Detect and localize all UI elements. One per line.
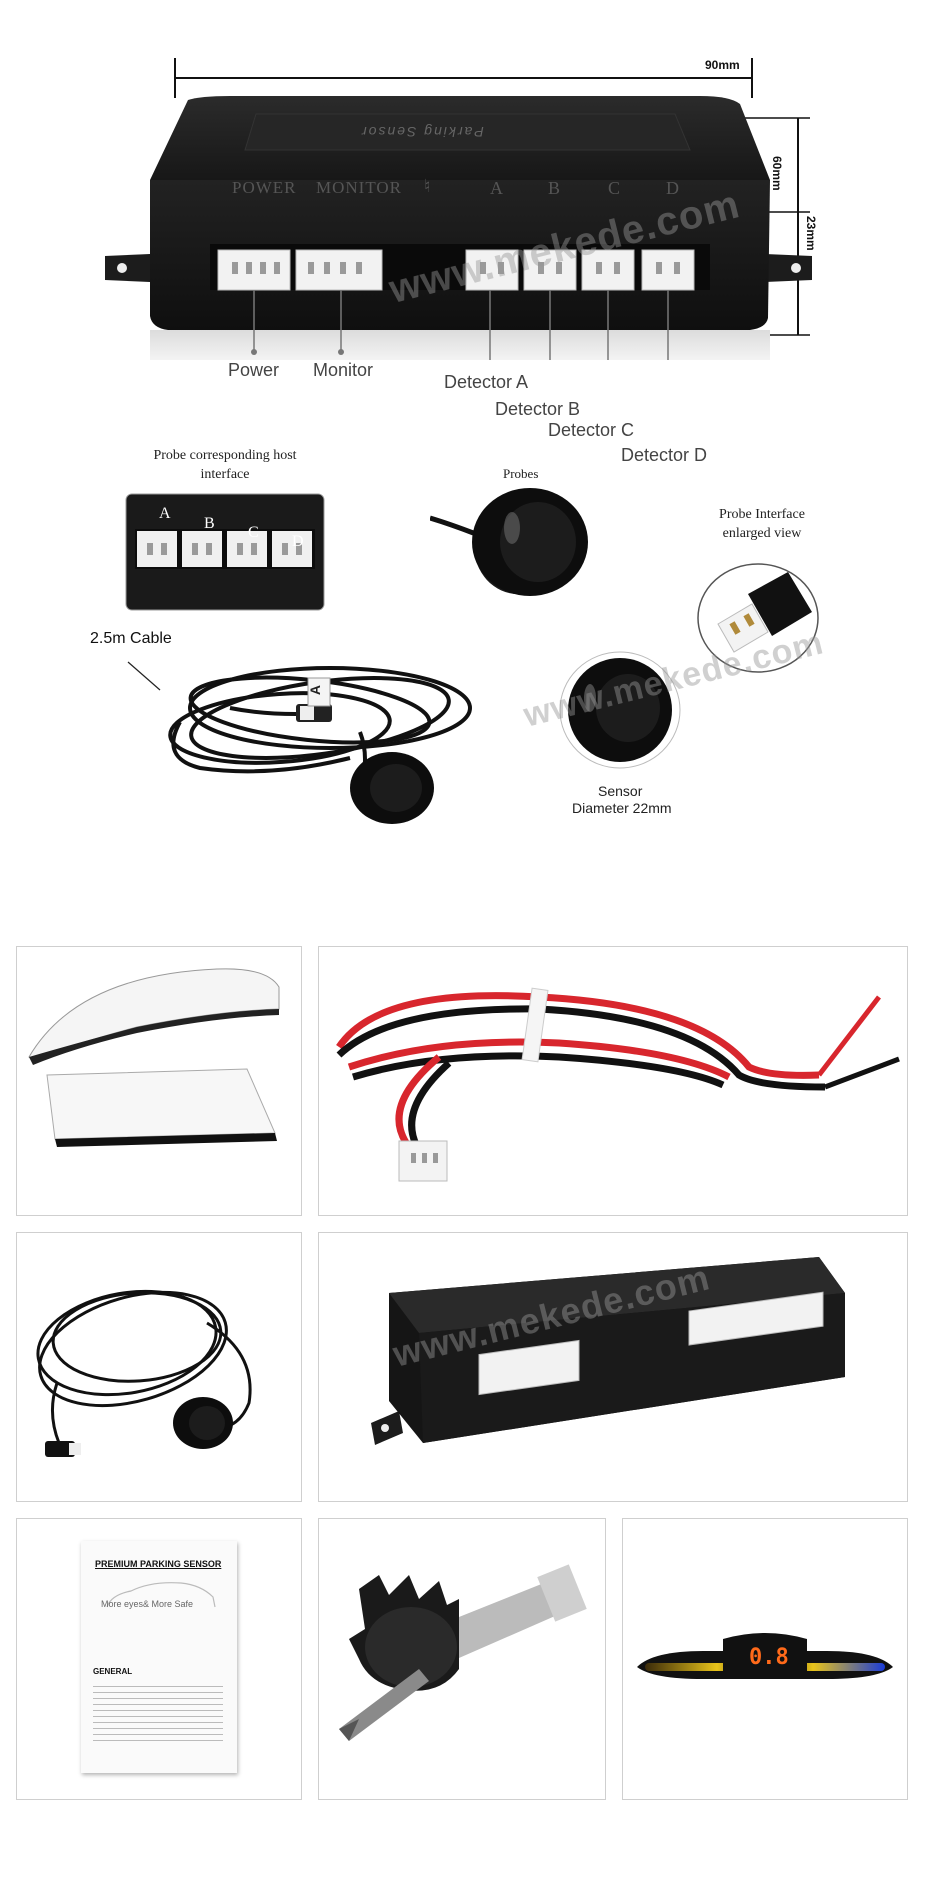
- led-display-image: [637, 1633, 893, 1679]
- port-label-d: D: [666, 178, 679, 198]
- hole-saw-panel: [318, 1518, 606, 1800]
- sensor-caption-2: Diameter 22mm: [572, 800, 672, 816]
- power-wire-image: [336, 987, 900, 1182]
- cable-tag: A: [307, 684, 324, 696]
- adhesive-pads-panel: [16, 946, 302, 1216]
- power-wire-panel: [318, 946, 908, 1216]
- car-outline-icon: [106, 1582, 216, 1608]
- host-port-c: C: [248, 524, 259, 541]
- port-label-b: B: [548, 178, 561, 198]
- manual-title: PREMIUM PARKING SENSOR: [95, 1559, 222, 1569]
- callout-monitor: Monitor: [313, 360, 374, 380]
- port-label-a: A: [490, 178, 503, 198]
- probes-caption: Probes: [503, 466, 539, 481]
- port-label-monitor: MONITOR: [316, 178, 403, 197]
- callout-detector-d: Detector D: [621, 445, 708, 465]
- callout-detector-b: Detector B: [495, 399, 581, 419]
- display-panel: 0.8: [622, 1518, 908, 1800]
- callout-detector-c: Detector C: [548, 420, 635, 440]
- host-port-b: B: [204, 515, 215, 532]
- port-label-c: C: [608, 178, 621, 198]
- manual-panel: PREMIUM PARKING SENSOR More eyes& More S…: [16, 1518, 302, 1800]
- probe-interface-caption: Probe Interface enlarged view: [719, 507, 805, 541]
- probe-cable-panel: [16, 1232, 302, 1502]
- control-box: [105, 96, 812, 360]
- probe-image: [430, 488, 588, 596]
- manual-section: GENERAL: [93, 1667, 133, 1676]
- probe-host-caption: Probe corresponding host interface: [153, 448, 297, 482]
- display-reading: 0.8: [749, 1645, 789, 1670]
- top-section: 90mm 60mm 23mm: [0, 0, 930, 870]
- adhesive-pads-image: [28, 968, 280, 1147]
- callout-power: Power: [228, 360, 280, 380]
- probe-cable-image: [36, 1289, 252, 1457]
- manual-tagline: More eyes& More Safe: [101, 1599, 194, 1609]
- speaker-icon: ♮: [424, 176, 431, 196]
- probe-interface-view: [697, 563, 819, 673]
- control-box-panel: www.mekede.com: [318, 1232, 908, 1502]
- callout-detector-a: Detector A: [444, 372, 529, 392]
- host-port-a: A: [159, 505, 171, 522]
- hole-saw-image: [339, 1564, 587, 1741]
- dimension-width: 90mm: [705, 58, 740, 72]
- probe-host-interface: [125, 493, 325, 611]
- sensor-image: [559, 651, 681, 769]
- sensor-caption-1: Sensor: [598, 783, 643, 799]
- port-label-power: POWER: [232, 178, 297, 197]
- cable-caption: 2.5m Cable: [90, 630, 172, 647]
- cable-image: [127, 661, 472, 824]
- manual-body-text: [93, 1681, 223, 1741]
- control-box-image: [371, 1257, 845, 1445]
- host-port-d: D: [292, 533, 304, 550]
- box-top-label: Parking Sensor: [360, 124, 484, 140]
